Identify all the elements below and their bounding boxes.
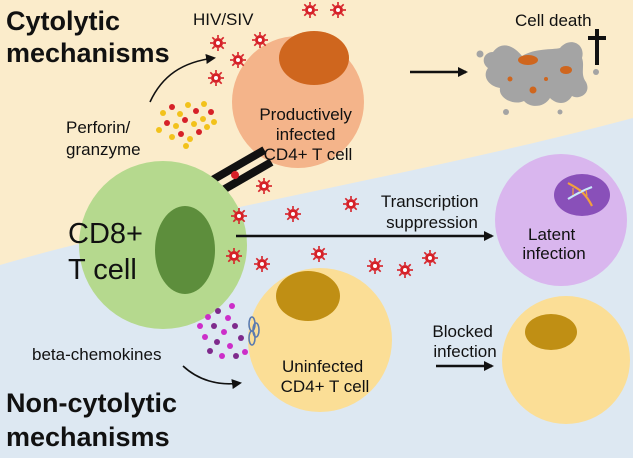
hiv-siv-label: HIV/SIV	[193, 10, 254, 29]
virus-icon	[225, 247, 243, 265]
virus-icon	[366, 257, 384, 275]
uninfected-cell-nucleus	[276, 271, 340, 321]
cd8-cell-label: CD8+ T cell	[68, 218, 151, 286]
receptor-icon	[248, 316, 260, 346]
cd8-t-cell	[79, 161, 247, 329]
virus-icon	[229, 51, 247, 69]
dagger-icon	[588, 29, 606, 65]
cytolytic-heading: Cytolytic mechanisms	[6, 6, 170, 68]
dead-cell	[476, 42, 599, 115]
cd8-cell-nucleus	[155, 206, 215, 294]
infected-cell-nucleus	[279, 31, 349, 85]
blocked-infection-label: Blocked infection	[432, 322, 497, 361]
uninfected-cell	[248, 268, 392, 412]
perforin-granules	[156, 101, 217, 149]
perforin-arrow	[149, 54, 216, 103]
virus-icon	[209, 34, 227, 52]
blocked-cell-body	[502, 296, 630, 424]
virus-icon	[251, 31, 269, 49]
uninfected-cell-label: Uninfected CD4+ T cell	[281, 357, 370, 396]
transcription-suppression-label: Transcription suppression	[381, 192, 483, 232]
virus-icon	[342, 195, 360, 213]
virus-icon	[284, 205, 302, 223]
blocked-infection-cell	[502, 296, 630, 424]
perforin-granzyme-label: Perforin/ granzyme	[66, 118, 141, 159]
latent-cell	[495, 154, 627, 286]
productively-infected-cell	[232, 31, 364, 168]
beta-chemokine-dots	[197, 303, 248, 359]
latent-cell-nucleus	[554, 174, 610, 216]
non-cytolytic-heading: Non-cytolytic mechanisms	[6, 388, 185, 452]
virus-icon	[396, 261, 414, 279]
virus-icon	[329, 1, 347, 19]
chemokine-arrow	[182, 365, 242, 390]
productive-cell-label: Productively infected CD4+ T cell	[259, 105, 356, 164]
virus-icon	[230, 207, 248, 225]
virus-icon	[207, 69, 225, 87]
beta-chemokines-label: beta-chemokines	[32, 345, 161, 364]
virus-icon	[253, 255, 271, 273]
virus-icon	[421, 249, 439, 267]
blocked-cell-nucleus	[525, 314, 577, 350]
cell-death-label: Cell death	[515, 11, 592, 30]
virus-icon	[255, 177, 273, 195]
dna-icon	[567, 182, 593, 207]
virus-icon	[310, 245, 328, 263]
latent-infection-label: Latent infection	[522, 225, 585, 263]
latent-cell-body	[495, 154, 627, 286]
virus-icon	[301, 1, 319, 19]
